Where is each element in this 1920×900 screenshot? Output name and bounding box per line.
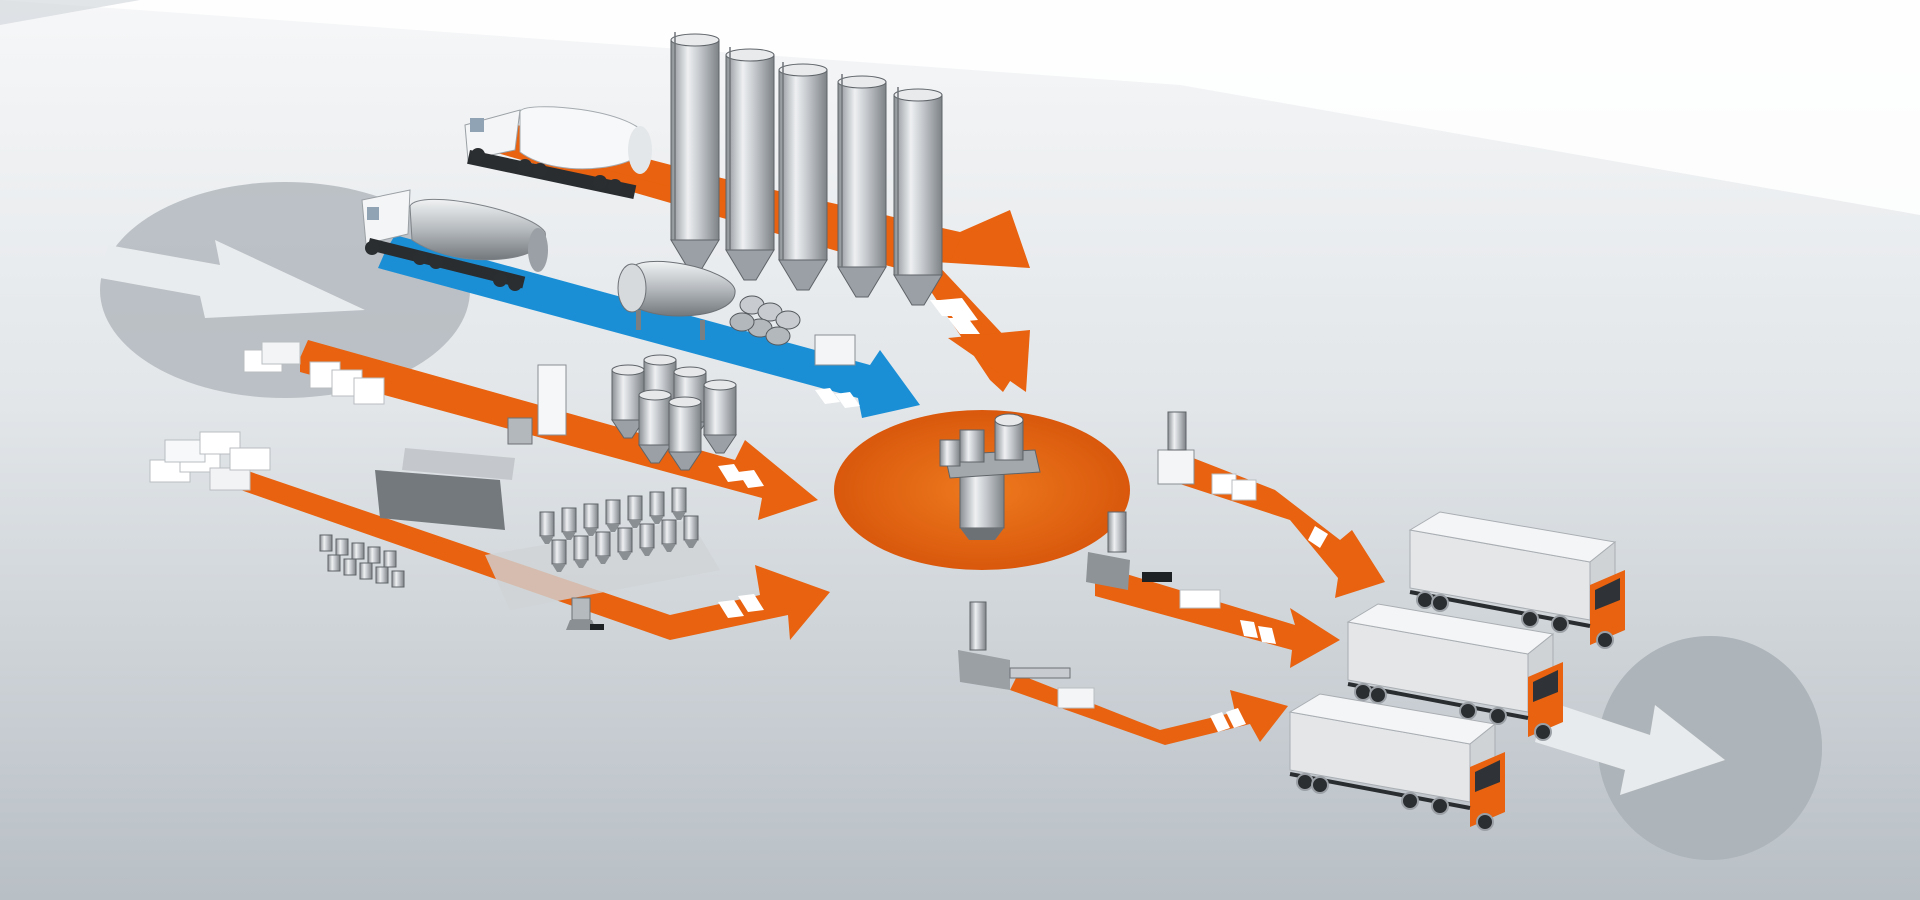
- weighing-station: [485, 487, 720, 610]
- hopper: [668, 396, 702, 471]
- drums: [729, 295, 856, 366]
- sacks: [243, 341, 385, 405]
- background-light-plane: [0, 0, 1920, 215]
- extruder-line-1: [1086, 511, 1221, 609]
- bagging-station: [1157, 411, 1257, 501]
- extruder-line-2: [958, 601, 1095, 709]
- mini-hopper: [343, 558, 357, 576]
- dosing-unit: [595, 531, 611, 564]
- dosing-unit: [671, 487, 687, 520]
- tanker-truck-white: [464, 106, 652, 200]
- dosing-unit: [573, 535, 589, 568]
- dosing-unit: [551, 539, 567, 572]
- silos: [670, 32, 943, 306]
- central-mixing-hub: [834, 410, 1130, 570]
- mini-hopper: [335, 538, 349, 556]
- storage-tank: [617, 260, 736, 340]
- dosing-unit: [649, 491, 665, 524]
- silo: [725, 47, 775, 281]
- silo: [778, 62, 828, 291]
- trucks: [1288, 511, 1625, 831]
- dosing-unit: [583, 503, 599, 536]
- rack-machine: [375, 448, 515, 530]
- bag-station: [507, 364, 567, 445]
- stream-out-extruder: [1095, 566, 1340, 668]
- outbound-arrow-icon: [1535, 636, 1822, 860]
- mini-hopper: [319, 534, 333, 552]
- dosing-unit: [605, 499, 621, 532]
- delivery-truck: [1288, 693, 1505, 831]
- hopper: [638, 389, 672, 464]
- tanker-truck-steel: [361, 189, 548, 291]
- delivery-truck: [1346, 603, 1563, 741]
- dosing-hoppers: [611, 354, 737, 471]
- silo: [893, 87, 943, 306]
- dosing-unit: [683, 515, 699, 548]
- mini-hopper: [351, 542, 365, 560]
- stream-pallets: [235, 470, 830, 640]
- hopper: [703, 379, 737, 454]
- dosing-unit: [639, 523, 655, 556]
- dosing-unit: [617, 527, 633, 560]
- small-hopper-cluster: [319, 534, 405, 588]
- delivery-truck: [1408, 511, 1625, 649]
- dosing-unit: [661, 519, 677, 552]
- dosing-unit: [627, 495, 643, 528]
- silo: [837, 74, 887, 298]
- mini-hopper: [359, 562, 373, 580]
- dosing-unit: [539, 511, 555, 544]
- mini-hopper: [383, 550, 397, 568]
- mini-hopper: [391, 570, 405, 588]
- mini-hopper: [367, 546, 381, 564]
- small-mixer: [566, 597, 604, 630]
- stream-out-compounding: [1010, 674, 1288, 745]
- mini-hopper: [375, 566, 389, 584]
- dosing-unit: [561, 507, 577, 540]
- silo: [670, 32, 720, 271]
- mini-hopper: [327, 554, 341, 572]
- pallets: [149, 431, 271, 491]
